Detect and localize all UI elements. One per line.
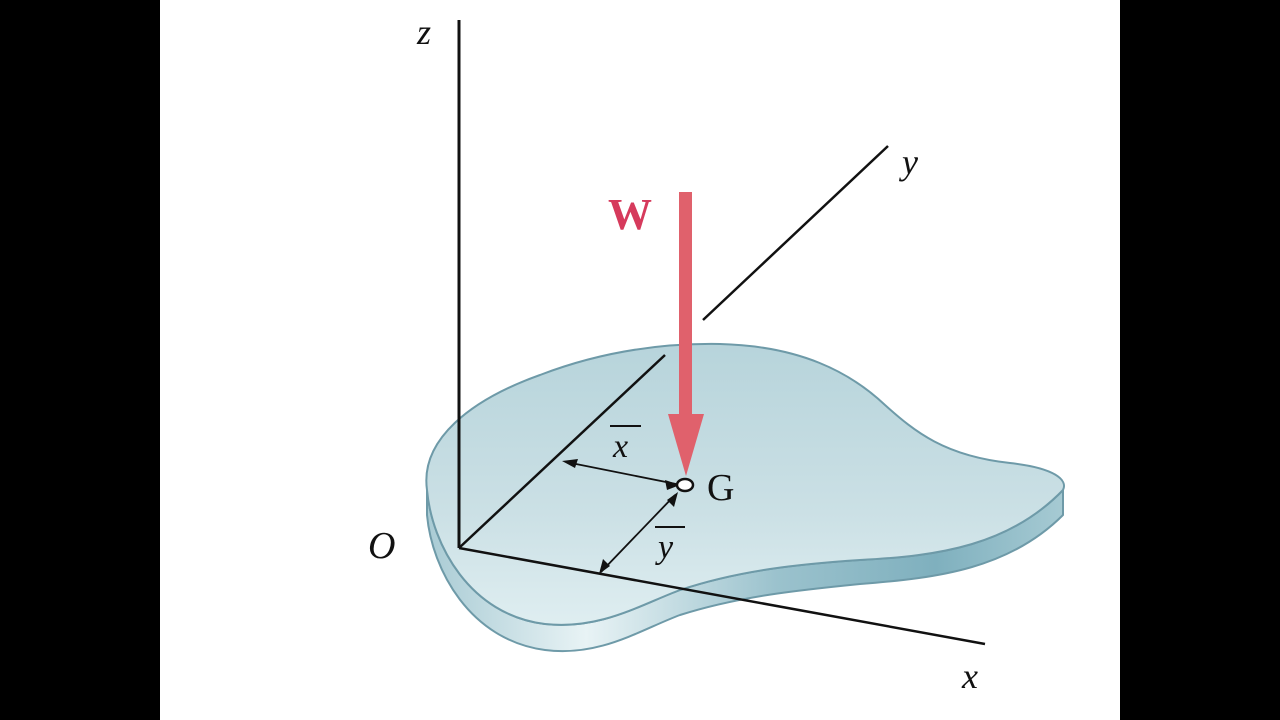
x-bar-label: x: [612, 428, 628, 465]
x-axis: [458, 546, 986, 646]
left-letterbox: [0, 0, 160, 720]
x-bar-label-group: x: [610, 425, 641, 465]
center-of-gravity-label: G: [707, 467, 734, 509]
y-axis-on-plate: [458, 354, 666, 549]
plate-top: [425, 342, 1065, 626]
axis-y-label: y: [899, 142, 918, 182]
weight-label: W: [608, 190, 652, 239]
y-axis-above-plate: [702, 145, 889, 321]
axis-x-label: x: [961, 656, 978, 696]
axis-z-label: z: [416, 12, 431, 52]
y-bar-dimension: [599, 492, 678, 574]
x-bar-dimension: [562, 459, 680, 490]
center-of-gravity-point: [675, 477, 695, 493]
y-bar-label-group: y: [655, 526, 685, 566]
weight-arrow: [668, 192, 704, 476]
origin-label: O: [368, 525, 395, 567]
y-bar-label: y: [655, 529, 674, 566]
right-letterbox: [1120, 0, 1280, 720]
